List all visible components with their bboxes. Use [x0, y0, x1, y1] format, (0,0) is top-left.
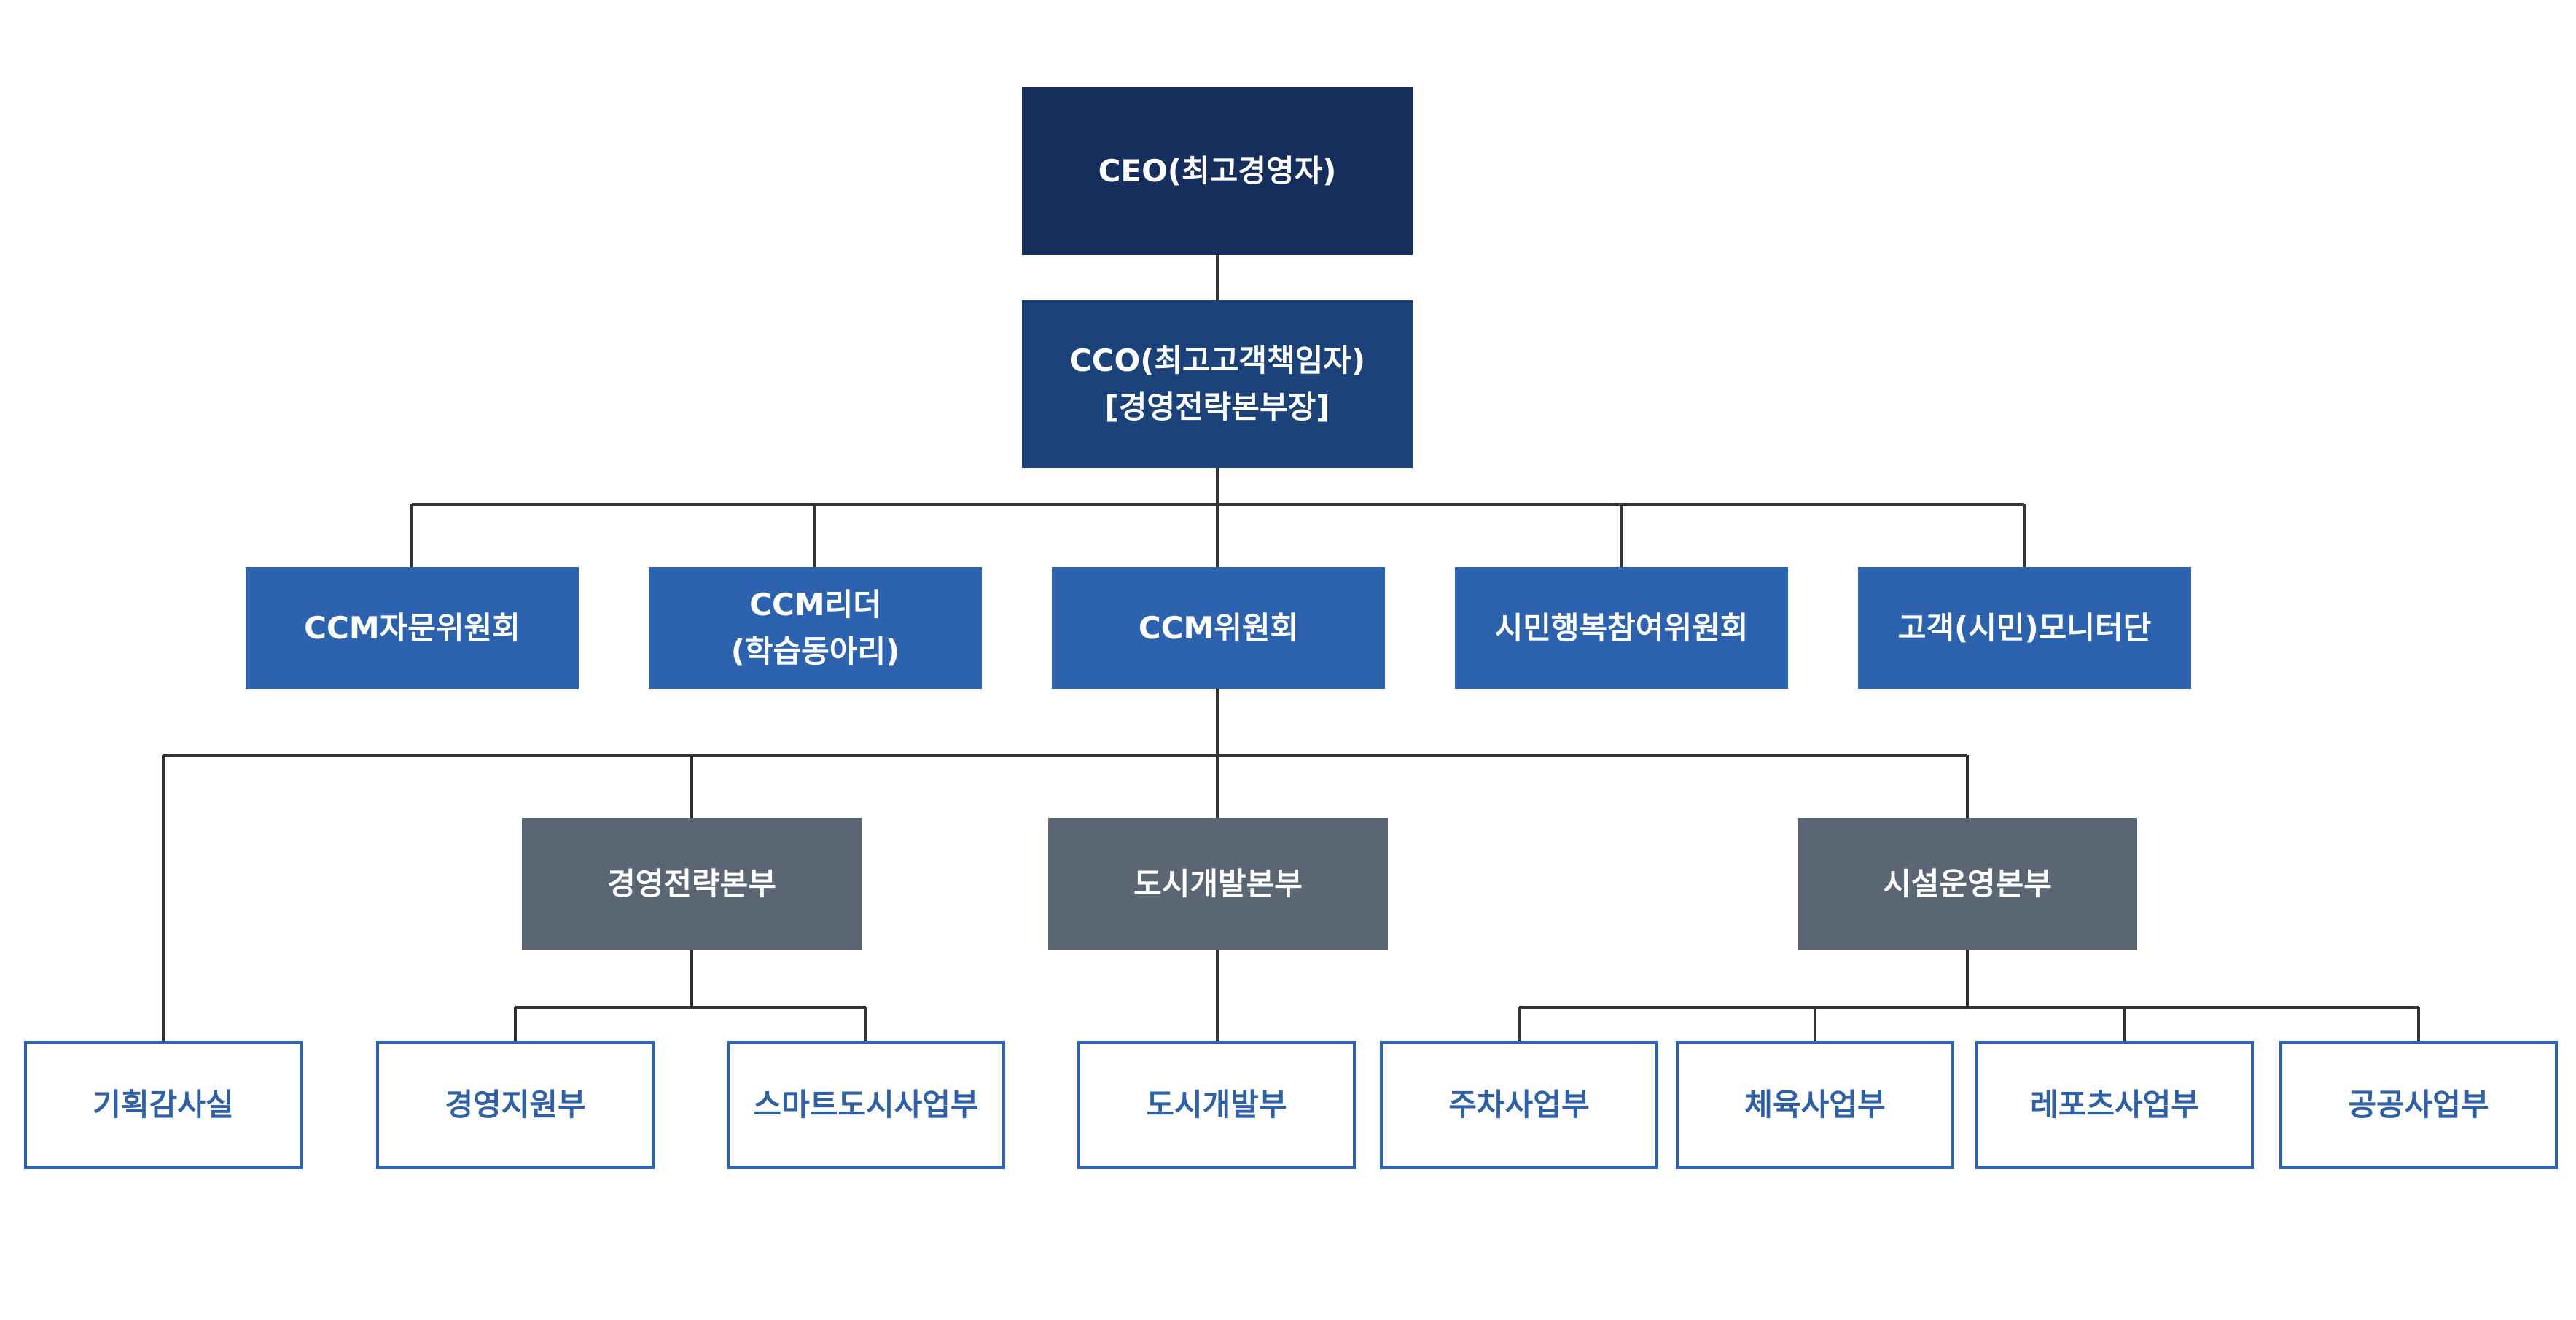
node-ccm-leader-sublabel: (학습동아리): [730, 633, 900, 669]
node-sports-dept: 체육사업부: [1676, 1041, 1954, 1169]
node-customer-monitor-group-label: 고객(시민)모니터단: [1897, 609, 2152, 646]
node-leports-dept: 레포츠사업부: [1975, 1041, 2254, 1169]
node-ceo: CEO(최고경영자): [1022, 87, 1413, 255]
node-cco: CCO(최고고객책임자) [경영전략본부장]: [1022, 300, 1413, 468]
node-parking-dept: 주차사업부: [1380, 1041, 1658, 1169]
node-citizen-happiness-committee-label: 시민행복참여위원회: [1494, 609, 1749, 646]
node-hq-urban-development-label: 도시개발본부: [1133, 866, 1303, 902]
node-cco-sublabel: [경영전략본부장]: [1104, 389, 1330, 425]
node-cco-label: CCO(최고고객책임자): [1069, 343, 1366, 378]
node-public-works-dept: 공공사업부: [2279, 1041, 2558, 1169]
node-ceo-label: CEO(최고경영자): [1098, 153, 1337, 189]
node-sports-dept-label: 체육사업부: [1744, 1087, 1886, 1122]
node-planning-audit-office: 기획감사실: [24, 1041, 303, 1169]
node-ccm-committee: CCM위원회: [1052, 567, 1385, 689]
node-hq-facility-operation: 시설운영본부: [1798, 818, 2137, 950]
node-leports-dept-label: 레포츠사업부: [2030, 1087, 2199, 1122]
node-planning-audit-office-label: 기획감사실: [93, 1087, 234, 1122]
node-public-works-dept-label: 공공사업부: [2348, 1087, 2489, 1122]
node-ccm-advisory-committee-label: CCM자문위원회: [304, 609, 520, 646]
node-ccm-committee-label: CCM위원회: [1138, 609, 1299, 646]
node-smart-city-dept-label: 스마트도시사업부: [753, 1087, 979, 1122]
node-ccm-leader-label: CCM리더: [749, 586, 881, 622]
node-ccm-leader: CCM리더 (학습동아리): [649, 567, 982, 689]
node-parking-dept-label: 주차사업부: [1448, 1087, 1590, 1122]
node-management-support-dept: 경영지원부: [376, 1041, 655, 1169]
node-hq-facility-operation-label: 시설운영본부: [1883, 866, 2052, 902]
node-hq-management-strategy: 경영전략본부: [522, 818, 862, 950]
node-smart-city-dept: 스마트도시사업부: [727, 1041, 1005, 1169]
node-ccm-advisory-committee: CCM자문위원회: [246, 567, 579, 689]
node-citizen-happiness-committee: 시민행복참여위원회: [1455, 567, 1788, 689]
node-customer-monitor-group: 고객(시민)모니터단: [1858, 567, 2191, 689]
node-hq-management-strategy-label: 경영전략본부: [607, 866, 776, 902]
node-urban-development-dept-label: 도시개발부: [1146, 1087, 1287, 1122]
node-urban-development-dept: 도시개발부: [1077, 1041, 1356, 1169]
node-management-support-dept-label: 경영지원부: [445, 1087, 586, 1122]
node-hq-urban-development: 도시개발본부: [1048, 818, 1388, 950]
